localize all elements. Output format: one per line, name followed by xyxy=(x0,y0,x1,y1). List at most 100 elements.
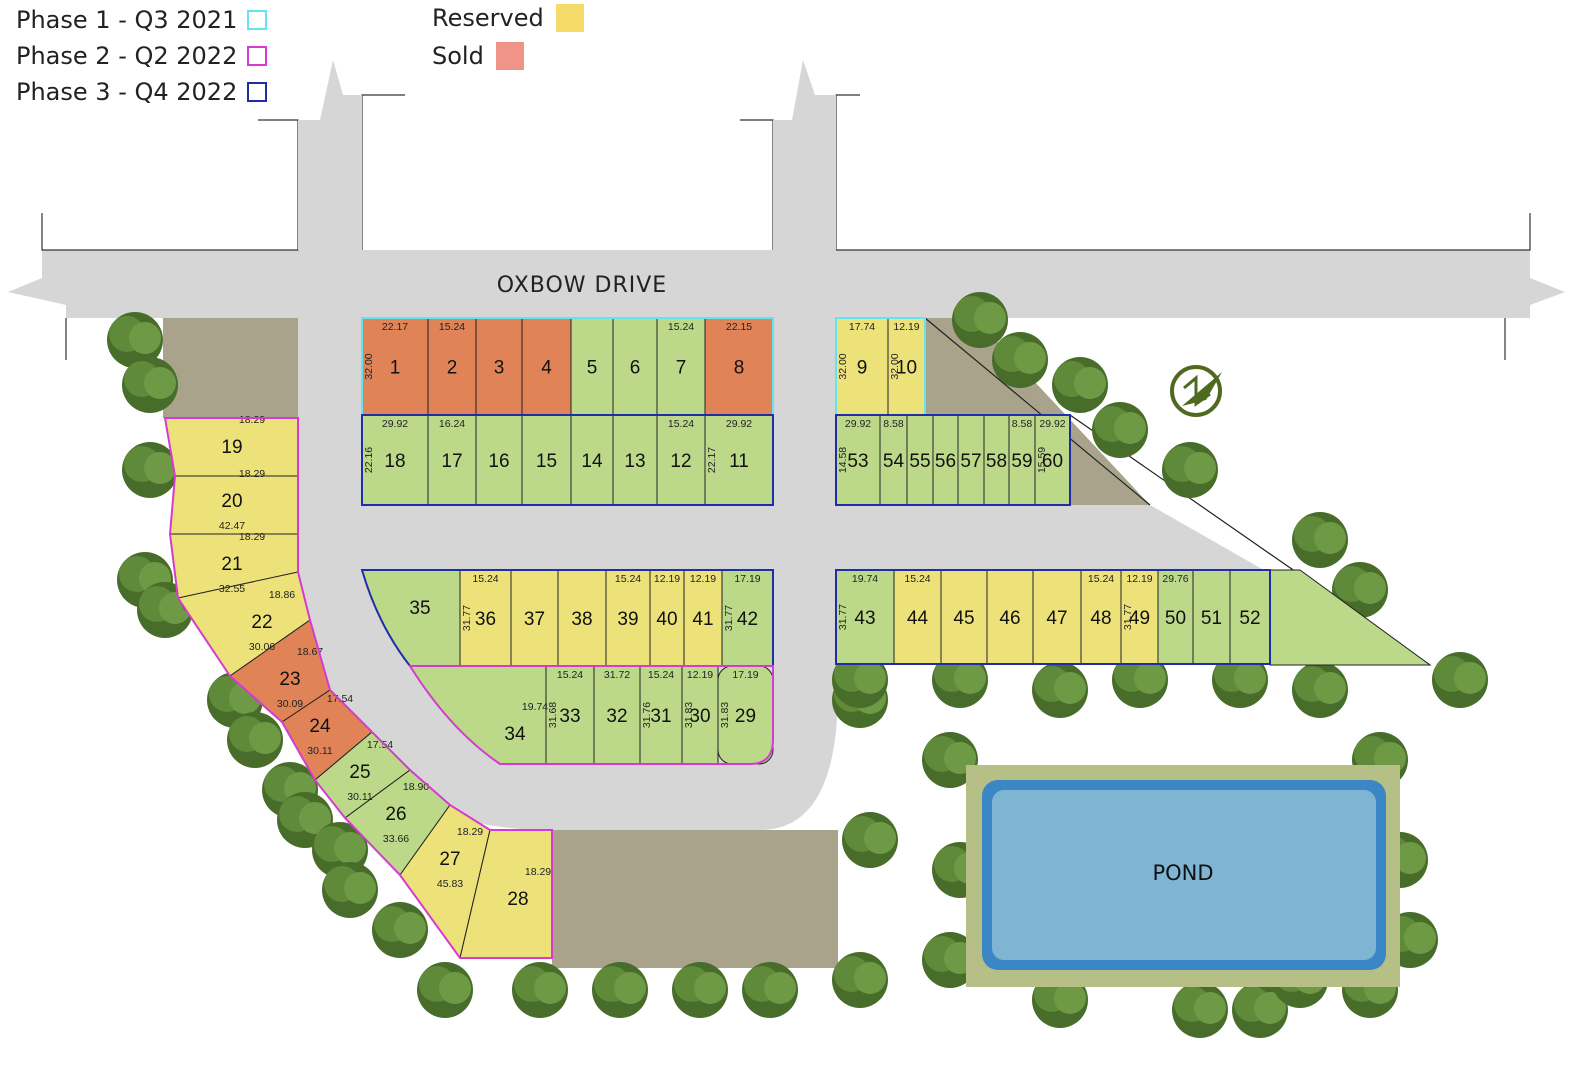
lot-30-dimension: 31.83 xyxy=(683,702,695,728)
lot-44 xyxy=(893,569,942,665)
lot-29-number: 29 xyxy=(735,706,756,727)
tree-canopy xyxy=(1404,922,1436,954)
tree-icon xyxy=(592,962,648,1018)
legend-phase-3-label: Phase 3 - Q4 2022 xyxy=(16,78,238,106)
lot-56-number: 56 xyxy=(935,451,956,472)
lot-17-dimension: 16.24 xyxy=(439,418,465,430)
lot-19-number: 19 xyxy=(221,437,242,458)
lot-56 xyxy=(932,414,959,506)
pond-label: POND xyxy=(1152,861,1213,885)
tree-canopy xyxy=(1134,662,1166,694)
lot-23-number: 23 xyxy=(279,669,300,690)
road-oxbow-drive xyxy=(8,250,1565,318)
phase-3-outline-middle xyxy=(361,414,774,506)
lot-25-dimension: 30.11 xyxy=(347,791,373,803)
tree-canopy xyxy=(299,802,331,834)
lot-1-number: 1 xyxy=(390,358,401,379)
tree-canopy xyxy=(954,662,986,694)
lot-11-dimension: 22.17 xyxy=(706,447,718,473)
lot-49 xyxy=(1120,569,1159,665)
lot-45-number: 45 xyxy=(953,608,974,629)
lot-33-dimension: 15.24 xyxy=(557,669,583,681)
tree-canopy xyxy=(439,972,471,1004)
lot-4-number: 4 xyxy=(541,358,552,379)
lot-55-number: 55 xyxy=(909,451,930,472)
lot-54-number: 54 xyxy=(883,451,905,472)
tree-icon xyxy=(417,962,473,1018)
lot-42-number: 42 xyxy=(737,609,758,630)
tree-canopy xyxy=(394,912,426,944)
lot-37 xyxy=(510,569,559,667)
tree-icon xyxy=(512,962,568,1018)
lot-49-number: 49 xyxy=(1129,608,1150,629)
lot-22-dimension: 30.06 xyxy=(249,641,275,653)
phase-3-outline-southeast xyxy=(835,569,1271,665)
tree-canopy xyxy=(694,972,726,1004)
lot-24-number: 24 xyxy=(309,716,331,737)
tree-canopy xyxy=(1054,982,1086,1014)
tree-canopy xyxy=(249,722,281,754)
lot-15-number: 15 xyxy=(536,451,557,472)
lot-20-number: 20 xyxy=(221,491,242,512)
trees-layer xyxy=(107,292,1488,1038)
lot-10-dimension: 32.00 xyxy=(889,353,901,379)
legend-phase-1-swatch xyxy=(247,10,268,30)
legend-phase-1: Phase 1 - Q3 2021 xyxy=(16,6,268,34)
tree-canopy xyxy=(1114,412,1146,444)
tree-canopy xyxy=(1074,367,1106,399)
lot-25-number: 25 xyxy=(349,762,370,783)
tree-icon xyxy=(992,332,1048,388)
lot-33-number: 33 xyxy=(559,706,580,727)
tree-icon xyxy=(1032,662,1088,718)
tree-canopy xyxy=(334,832,366,864)
lot-29-dimension: 17.19 xyxy=(732,669,758,681)
lot-27-dimension: 18.29 xyxy=(457,826,483,838)
lot-16 xyxy=(475,414,523,506)
tree-icon xyxy=(922,732,978,788)
lot-42-dimension: 31.77 xyxy=(723,605,735,631)
lot-49-dimension: 12.19 xyxy=(1126,573,1152,585)
lot-21-dimension: 32.55 xyxy=(219,583,245,595)
lot-42 xyxy=(721,569,774,667)
lot-59-number: 59 xyxy=(1011,451,1032,472)
lot-32-dimension: 31.72 xyxy=(604,669,630,681)
lot-52-number: 52 xyxy=(1239,608,1260,629)
tree-canopy xyxy=(1184,452,1216,484)
lot-1-dimension: 22.17 xyxy=(382,321,408,333)
tree-canopy xyxy=(1354,572,1386,604)
lot-31-number: 31 xyxy=(650,706,671,727)
tree-icon xyxy=(322,862,378,918)
lot-57-number: 57 xyxy=(960,451,981,472)
lot-16-number: 16 xyxy=(488,451,509,472)
lot-37-number: 37 xyxy=(524,609,545,630)
tree-icon xyxy=(1162,442,1218,498)
lot-54-dimension: 8.58 xyxy=(883,418,904,430)
lot-11-dimension: 29.92 xyxy=(726,418,752,430)
lot-22-dimension: 18.86 xyxy=(269,589,295,601)
lot-18 xyxy=(361,414,429,506)
lot-31-dimension: 15.24 xyxy=(648,669,674,681)
legend-phase-3: Phase 3 - Q4 2022 xyxy=(16,78,268,106)
lot-10-number: 10 xyxy=(896,358,917,379)
tree-canopy xyxy=(1194,992,1226,1024)
lot-53-number: 53 xyxy=(847,451,868,472)
lot-34-dimension: 19.74 xyxy=(522,701,548,713)
lot-38-number: 38 xyxy=(571,609,592,630)
phase-2-outline-south xyxy=(408,665,774,765)
road-middle xyxy=(362,505,773,570)
lot-53-dimension: 14.58 xyxy=(837,447,849,473)
tree-icon xyxy=(952,292,1008,348)
lot-39-dimension: 15.24 xyxy=(615,573,641,585)
lot-20-dimension: 42.47 xyxy=(219,520,245,532)
tree-icon xyxy=(1292,662,1348,718)
lot-26-dimension: 18.90 xyxy=(403,781,429,793)
legend-phase-2-swatch xyxy=(247,46,268,66)
lot-39-number: 39 xyxy=(617,609,638,630)
lot-12 xyxy=(656,414,706,506)
lot-10-dimension: 12.19 xyxy=(893,321,919,333)
lot-50-dimension: 29.76 xyxy=(1162,573,1188,585)
lot-8 xyxy=(704,317,774,416)
tree-icon xyxy=(742,962,798,1018)
